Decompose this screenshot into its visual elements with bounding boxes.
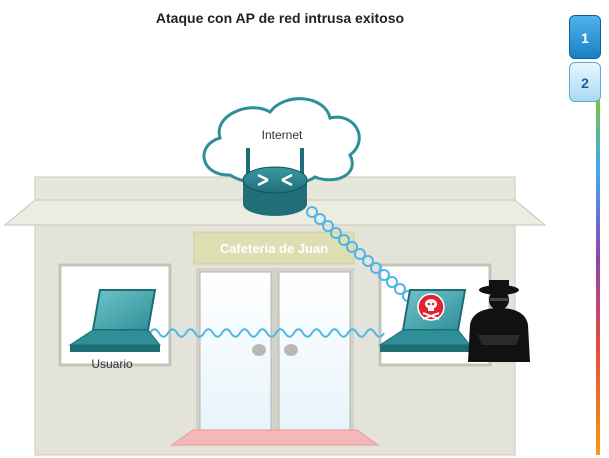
diagram-title: Ataque con AP de red intrusa exitoso	[155, 10, 405, 26]
step-2-button[interactable]: 2	[569, 62, 601, 102]
wireless-link-router-to-rogue	[306, 206, 414, 302]
hacker-icon	[468, 280, 530, 362]
doors	[170, 268, 380, 446]
step-1-button[interactable]: 1	[569, 15, 601, 59]
door-handle-left	[252, 344, 266, 356]
doormat	[170, 429, 380, 446]
progress-rail	[596, 100, 600, 455]
rogue-laptop-icon	[378, 289, 472, 352]
cafe-sign: Cafetería de Juan	[193, 231, 355, 265]
internet-label: Internet	[262, 128, 303, 142]
skull-icon	[417, 293, 445, 321]
user-label: Usuario	[91, 357, 133, 371]
wireless-link-user-to-rogue	[149, 328, 385, 338]
door-handle-right	[284, 344, 298, 356]
user-laptop-icon: Usuario	[68, 289, 162, 371]
cafe-sign-label: Cafetería de Juan	[220, 241, 328, 256]
router-icon	[242, 148, 308, 216]
internet-cloud: Internet	[202, 97, 361, 187]
